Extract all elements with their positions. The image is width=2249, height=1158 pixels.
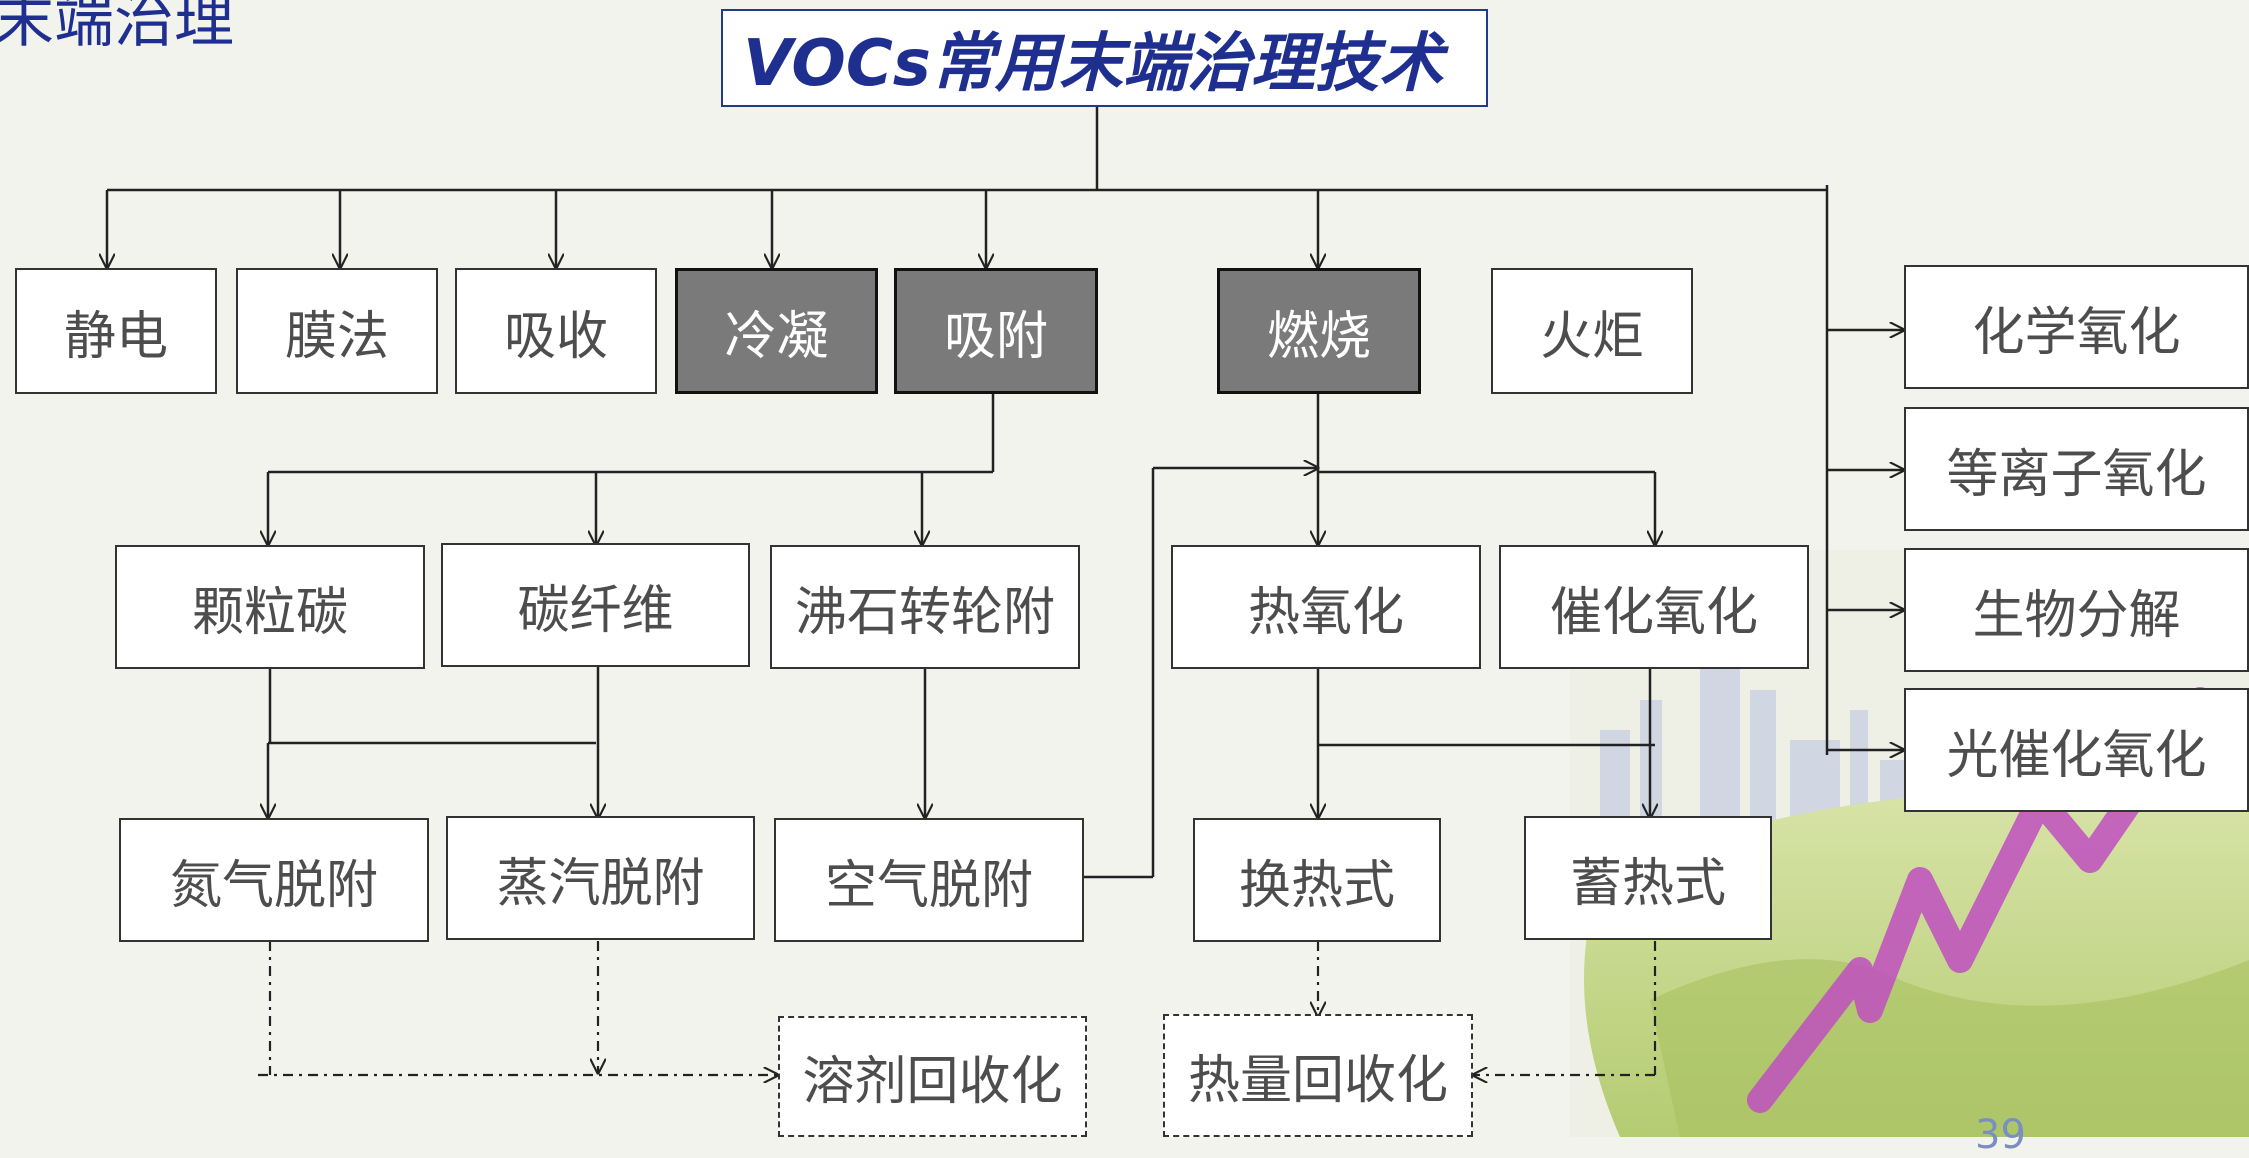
node-zeolite-rotor: 沸石转轮附	[770, 545, 1080, 669]
node-combustion: 燃烧	[1217, 268, 1421, 394]
diagram-title: VOCs常用末端治理技术	[721, 9, 1488, 107]
node-granular-carbon: 颗粒碳	[115, 545, 425, 669]
node-air-desorption: 空气脱附	[774, 818, 1084, 942]
node-photocatalytic-oxidation: 光催化氧化	[1904, 688, 2249, 812]
node-recuperative: 换热式	[1193, 818, 1441, 942]
node-biodegradation: 生物分解	[1904, 548, 2249, 672]
page-number: 39	[1975, 1112, 2026, 1158]
node-carbon-fiber: 碳纤维	[441, 543, 750, 667]
node-heat-recovery: 热量回收化	[1163, 1014, 1473, 1137]
node-chemical-oxidation: 化学氧化	[1904, 265, 2249, 389]
node-nitrogen-desorption: 氮气脱附	[119, 818, 429, 942]
node-electrostatic: 静电	[15, 268, 217, 394]
node-solvent-recovery: 溶剂回收化	[778, 1016, 1087, 1137]
node-condensation: 冷凝	[675, 268, 878, 394]
node-plasma-oxidation: 等离子氧化	[1904, 407, 2249, 531]
node-regenerative: 蓄热式	[1524, 816, 1772, 940]
corner-heading: 末端治理	[0, 0, 234, 56]
node-flare: 火炬	[1491, 268, 1693, 394]
node-absorption: 吸收	[455, 268, 657, 394]
node-membrane: 膜法	[236, 268, 438, 394]
node-catalytic-oxidation: 催化氧化	[1499, 545, 1809, 669]
node-adsorption: 吸附	[894, 268, 1098, 394]
node-steam-desorption: 蒸汽脱附	[446, 816, 755, 940]
node-thermal-oxidation: 热氧化	[1171, 545, 1481, 669]
